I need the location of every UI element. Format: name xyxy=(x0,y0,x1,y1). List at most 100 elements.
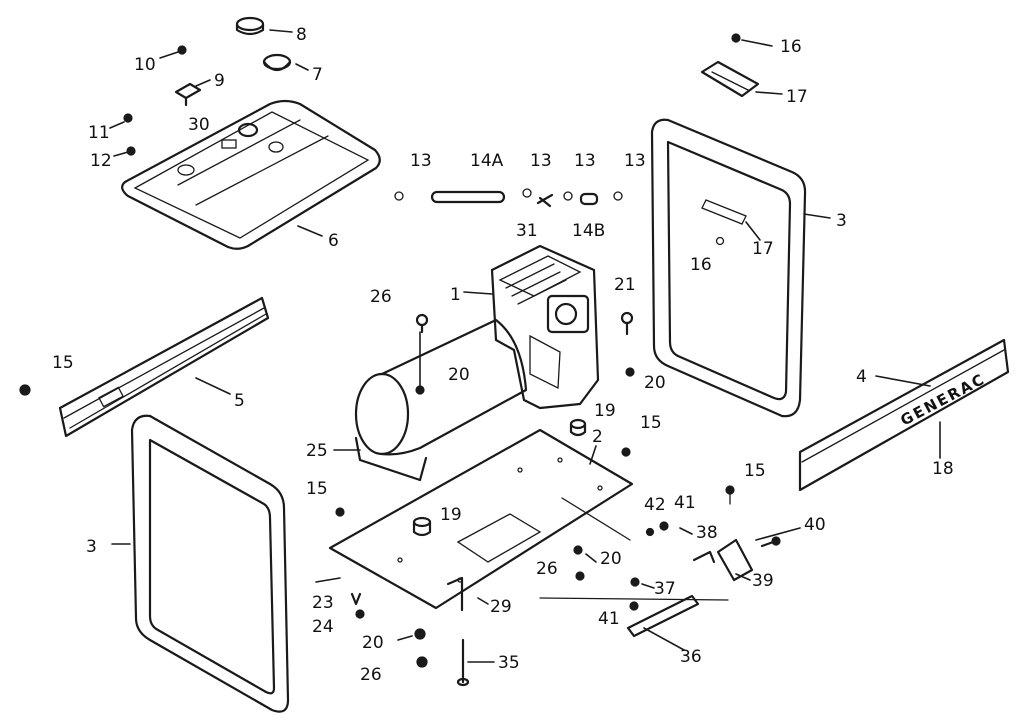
brand-logo-text: GENERAC xyxy=(897,370,988,430)
callout-20-engine: 20 xyxy=(644,373,666,393)
nut-37 xyxy=(630,577,640,587)
spacer-19-engine xyxy=(569,418,587,437)
screw-15-frame xyxy=(335,507,345,517)
callout-20-plate: 20 xyxy=(600,549,622,569)
bolt-26-plate xyxy=(575,571,585,581)
callout-19-plate: 19 xyxy=(440,505,462,525)
callout-26-bottom: 26 xyxy=(360,665,382,685)
small-screw-10 xyxy=(177,45,187,55)
fitting-31 xyxy=(536,193,554,208)
callout-2: 2 xyxy=(592,427,603,447)
nut-20-engine xyxy=(625,367,635,377)
callout-11: 11 xyxy=(88,123,110,143)
side-frame-left xyxy=(130,414,290,713)
bolt-26-bottom xyxy=(416,656,428,668)
nut-20-bottom xyxy=(414,628,426,640)
callout-24: 24 xyxy=(312,617,334,637)
callout-31: 31 xyxy=(516,221,538,241)
callout-37: 37 xyxy=(654,579,676,599)
assembly-line-bottom xyxy=(539,597,729,601)
strap-36 xyxy=(626,594,700,638)
clamp-29 xyxy=(446,576,464,612)
base-plate xyxy=(328,428,634,610)
bolt-40 xyxy=(760,536,781,548)
nut-41-top xyxy=(659,521,669,531)
fitting-14b xyxy=(579,192,599,206)
left-rail xyxy=(58,296,270,438)
callout-42: 42 xyxy=(644,495,666,515)
screw-15-right xyxy=(725,485,735,505)
callout-15-right: 15 xyxy=(744,461,766,481)
callout-12: 12 xyxy=(90,151,112,171)
callout-26-plate: 26 xyxy=(536,559,558,579)
generator-cylinder xyxy=(354,318,528,482)
callout-20-gen: 20 xyxy=(448,365,470,385)
clip-13-d xyxy=(613,191,623,201)
callout-23: 23 xyxy=(312,593,334,613)
callout-15-plate: 15 xyxy=(640,413,662,433)
screw-15-left xyxy=(19,384,31,396)
callout-41-top: 41 xyxy=(674,493,696,513)
callout-15-frame: 15 xyxy=(306,479,328,499)
callout-36: 36 xyxy=(680,647,702,667)
leader-lines xyxy=(109,29,941,663)
bolt-21 xyxy=(620,311,634,336)
plug-cap xyxy=(262,53,292,72)
callout-17-frame: 17 xyxy=(752,239,774,259)
callout-labels: 8 7 10 9 11 30 12 6 13 14A 13 13 13 31 1… xyxy=(52,25,954,685)
screw-15-plate xyxy=(621,447,631,457)
callout-13-d: 13 xyxy=(624,151,646,171)
nut-20-plate xyxy=(573,545,583,555)
small-nut-12 xyxy=(126,146,136,156)
washer-42 xyxy=(645,527,655,537)
callout-35: 35 xyxy=(498,653,520,673)
callout-25: 25 xyxy=(306,441,328,461)
latch-bracket xyxy=(174,82,202,107)
callout-18: 18 xyxy=(932,459,954,479)
callout-1: 1 xyxy=(450,285,461,305)
callout-39: 39 xyxy=(752,571,774,591)
bolt-26-top xyxy=(415,313,429,334)
callout-15-left: 15 xyxy=(52,353,74,373)
top-cover-panel xyxy=(121,99,381,250)
clip-38 xyxy=(692,550,716,564)
side-frame-right xyxy=(650,118,807,418)
callout-3-left: 3 xyxy=(86,537,97,557)
callout-8: 8 xyxy=(296,25,307,45)
callout-17-top: 17 xyxy=(786,87,808,107)
callout-6: 6 xyxy=(328,231,339,251)
clip-13-c xyxy=(563,191,573,201)
callout-16-frame: 16 xyxy=(690,255,712,275)
small-screw-11 xyxy=(123,113,133,123)
front-rail-generac: GENERAC xyxy=(798,338,1010,492)
callout-29: 29 xyxy=(490,597,512,617)
nut-41-bottom xyxy=(629,601,639,611)
callout-13-c: 13 xyxy=(574,151,596,171)
handle-17-top xyxy=(700,60,760,98)
callout-7: 7 xyxy=(312,65,323,85)
callout-40: 40 xyxy=(804,515,826,535)
callout-20-bottom: 20 xyxy=(362,633,384,653)
callout-30: 30 xyxy=(188,115,210,135)
callout-14a: 14A xyxy=(470,151,504,171)
callout-19-engine: 19 xyxy=(594,401,616,421)
clip-13-b xyxy=(522,188,532,198)
callout-13-a: 13 xyxy=(410,151,432,171)
callout-10: 10 xyxy=(134,55,156,75)
callout-38: 38 xyxy=(696,523,718,543)
spacer-19-plate xyxy=(412,516,432,537)
hose-14a xyxy=(430,190,506,204)
clip-13-a xyxy=(394,191,404,201)
callout-5: 5 xyxy=(234,391,245,411)
callout-13-b: 13 xyxy=(530,151,552,171)
fuel-cap xyxy=(235,16,265,36)
pin-23 xyxy=(350,592,362,606)
callout-3-right: 3 xyxy=(836,211,847,231)
bracket-39 xyxy=(716,538,754,582)
nut-24 xyxy=(355,609,365,619)
callout-4: 4 xyxy=(856,367,867,387)
screw-16-top xyxy=(731,33,741,43)
callout-16-top: 16 xyxy=(780,37,802,57)
